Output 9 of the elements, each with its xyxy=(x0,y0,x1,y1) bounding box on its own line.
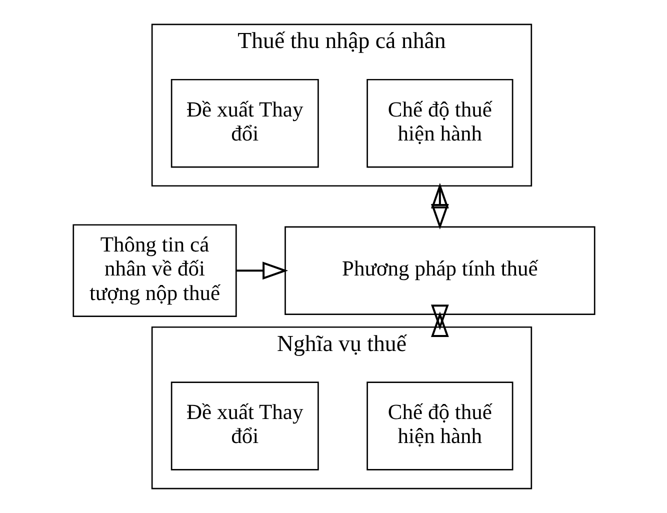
node-box: Chế độ thuế hiện hành xyxy=(366,382,513,470)
node-box: Phương pháp tính thuế xyxy=(284,226,595,316)
arrow xyxy=(236,262,288,280)
node-box: Đề xuất Thay đổi xyxy=(170,78,318,168)
arrow xyxy=(430,304,448,338)
arrow xyxy=(430,182,448,230)
node-box: Chế độ thuế hiện hành xyxy=(366,78,513,168)
node-box: Thông tin cá nhân về đối tượng nộp thuế xyxy=(72,224,236,318)
node-box: Đề xuất Thay đổi xyxy=(170,382,318,470)
